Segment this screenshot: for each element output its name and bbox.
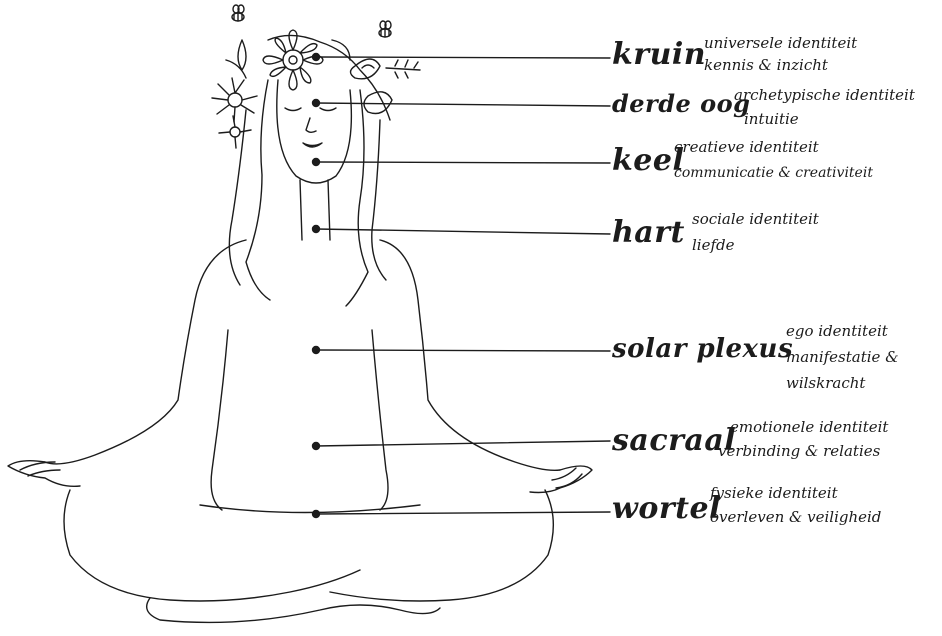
chakra-theme: kennis & inzicht — [704, 58, 828, 73]
chakra-name: kruin — [612, 40, 706, 70]
head — [229, 80, 386, 306]
chakra-theme: liefde — [692, 238, 735, 253]
bee-icon — [232, 5, 244, 21]
chakra-theme: communicatie & creativiteit — [674, 166, 873, 180]
chakra-identity: fysieke identiteit — [710, 486, 838, 501]
chakra-theme: overleven & veiligheid — [710, 510, 881, 525]
chakra-theme-cont: wilskracht — [786, 376, 865, 391]
chakra-theme: verbinding & relaties — [718, 444, 880, 459]
bee-icon — [379, 21, 391, 37]
chakra-identity: universele identiteit — [704, 36, 857, 51]
body — [8, 240, 592, 622]
chakra-identity: emotionele identiteit — [730, 420, 888, 435]
chakra-connectors — [313, 54, 611, 518]
chakra-identity: ego identiteit — [786, 324, 888, 339]
chakra-theme: intuitie — [744, 112, 799, 127]
chakra-theme: manifestatie & — [786, 350, 899, 365]
chakra-identity: archetypische identiteit — [734, 88, 915, 103]
chakra-identity: sociale identiteit — [692, 212, 819, 227]
chakra-name: wortel — [612, 494, 721, 524]
chakra-name: derde oog — [612, 92, 750, 116]
chakra-identity: creatieve identiteit — [674, 140, 819, 155]
chakra-name: solar plexus — [612, 336, 793, 362]
chakra-name: hart — [612, 218, 685, 248]
